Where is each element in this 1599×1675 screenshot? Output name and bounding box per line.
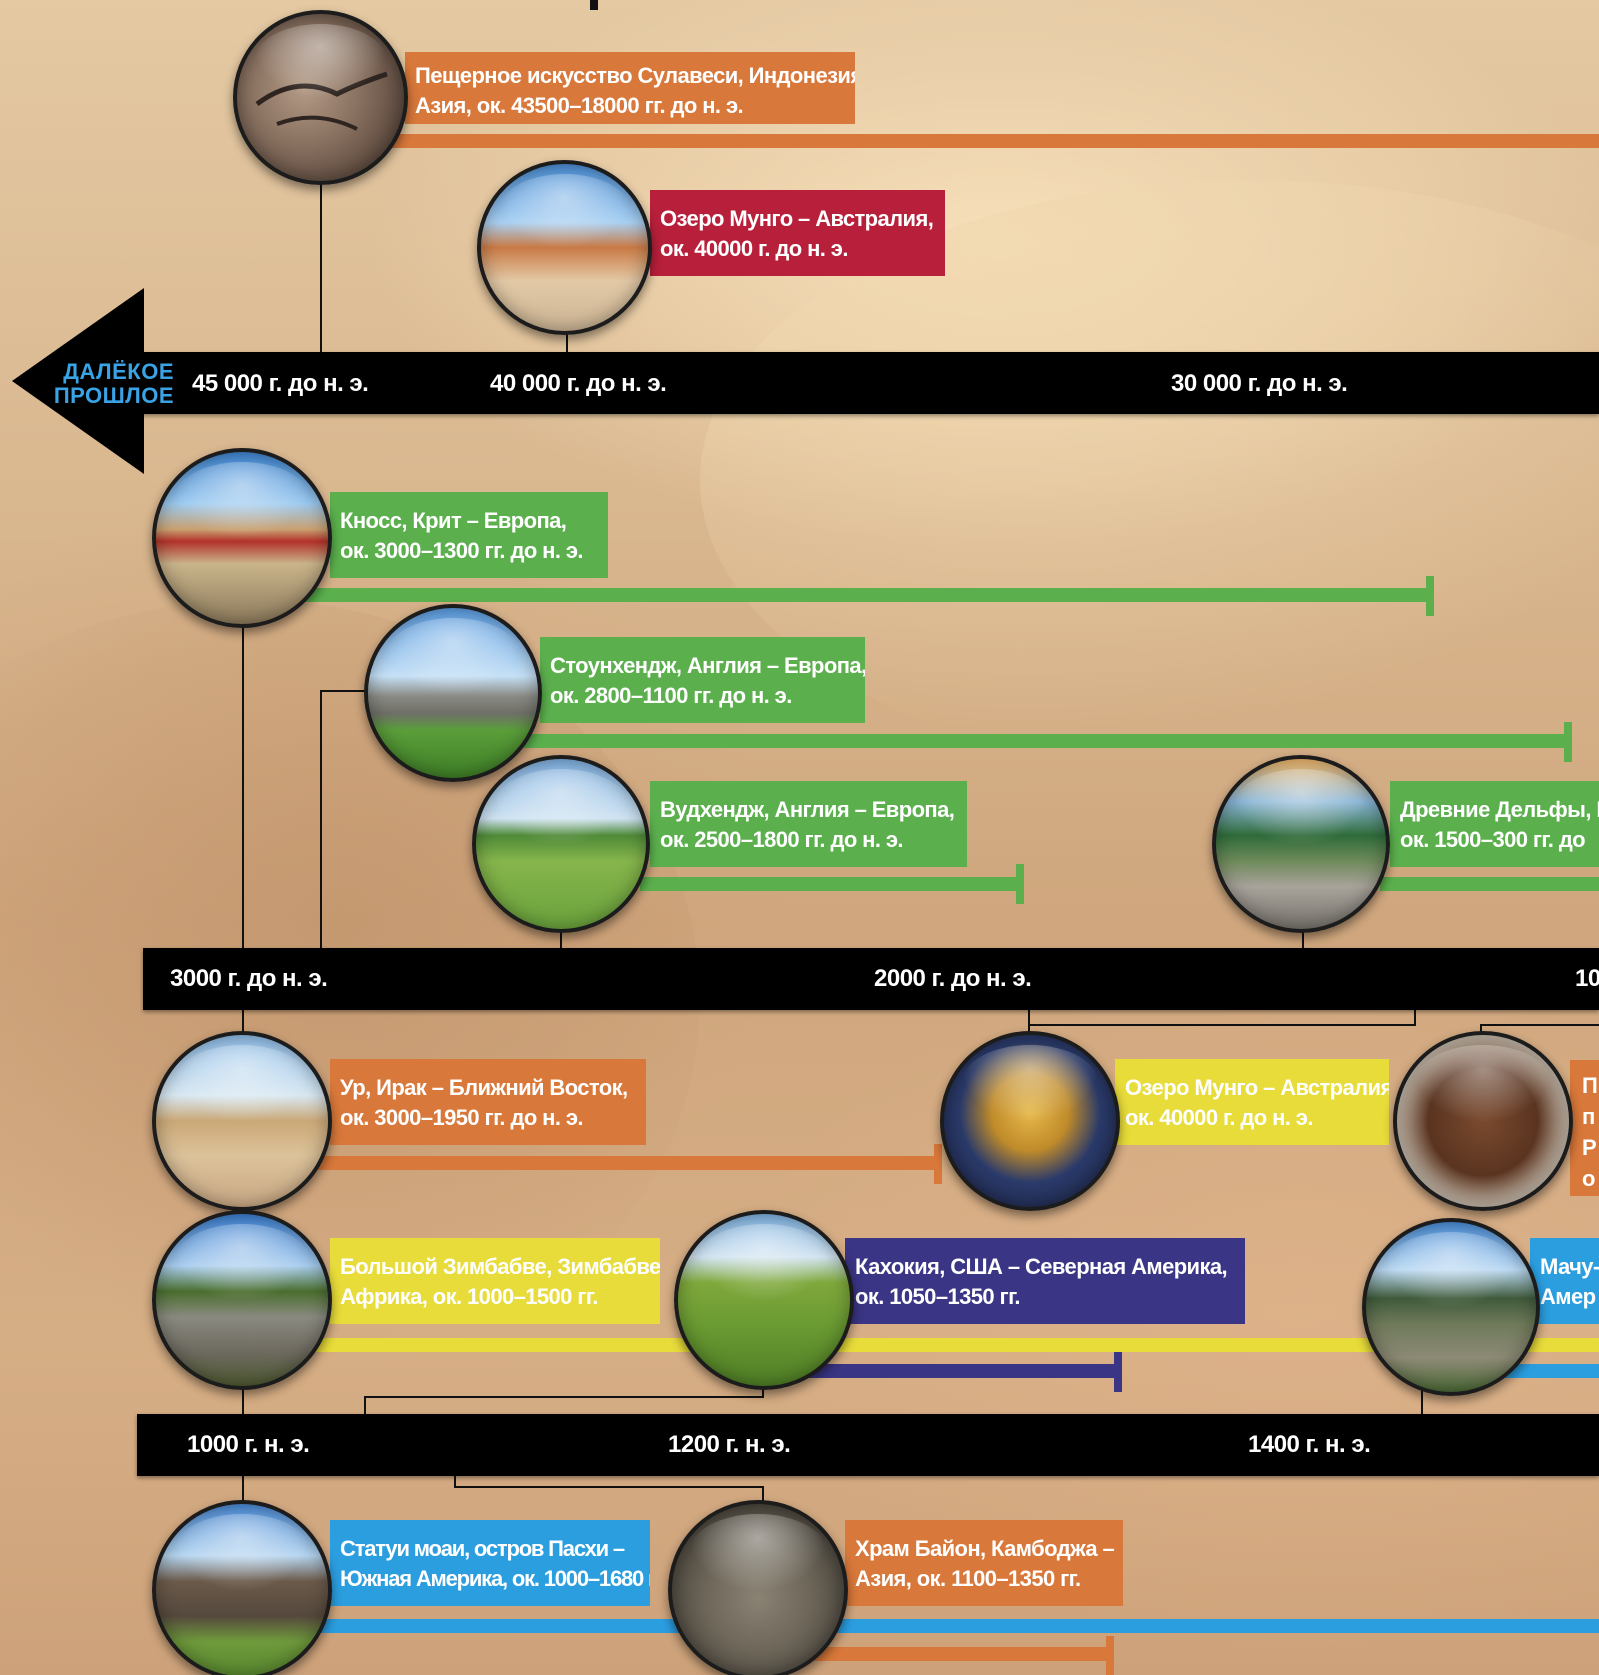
connector-line [242,1010,244,1034]
duration-bar [1380,877,1599,891]
duration-bar [380,134,1599,148]
event-label-machu-picchu: Мачу-Амер [1530,1238,1599,1324]
woodhenge-photo [472,755,650,933]
knossos-photo [152,448,332,628]
bar-end-marker [1114,1352,1122,1392]
event-label-zimbabwe: Большой Зимбабве, Зимбабве –Африка, ок. … [330,1238,660,1324]
duration-bar [310,1338,1599,1352]
timeline-band-1 [130,352,1599,414]
connector-line [1414,1010,1416,1026]
great-zimbabwe-photo [152,1210,332,1390]
timeline-band-3 [137,1414,1599,1476]
bar-end-marker [934,1144,942,1184]
event-label-mungo: Озеро Мунго – Австралия,ок. 40000 г. до … [650,190,945,276]
event-label-moai: Статуи моаи, остров Пасхи –Южная Америка… [330,1520,650,1606]
event-label-ur: Ур, Ирак – Ближний Восток,ок. 3000–1950 … [330,1059,646,1145]
bar-end-marker [1016,864,1024,904]
bar-end-marker [1426,576,1434,616]
duration-bar [640,877,1022,891]
duration-bar [310,1156,940,1170]
connector-line [1480,1024,1482,1036]
connector-line [454,1474,456,1488]
connector-line [1302,920,1304,950]
connector-line [242,620,244,950]
connector-line [590,0,598,10]
connector-line [364,1396,366,1414]
event-label-tutankhamun: Озеро Мунго – Австралия,ок. 40000 г. до … [1115,1059,1389,1145]
bar-end-marker [1564,722,1572,762]
connector-line [1028,1010,1030,1034]
tick-label: 1200 г. н. э. [668,1431,791,1458]
connector-line [320,170,322,352]
duration-bar [310,1619,1599,1633]
tick-label: 10 [1575,965,1599,992]
event-label-knossos: Кносс, Крит – Европа,ок. 3000–1300 гг. д… [330,492,608,578]
event-label-stonehenge: Стоунхендж, Англия – Европа,ок. 2800–110… [540,637,865,723]
delphi-photo [1212,755,1390,933]
tick-label: 45 000 г. до н. э. [192,370,369,397]
cahokia-mound-photo [674,1210,854,1390]
event-label-sulawesi: Пещерное искусство Сулавеси, Индонезия –… [405,52,855,124]
tutankhamun-mask-photo [940,1031,1120,1211]
connector-line [1421,1380,1423,1414]
far-past-label: ДАЛЁКОЕ ПРОШЛОЕ [40,360,174,408]
machu-picchu-photo [1362,1218,1540,1396]
duration-bar [520,734,1570,748]
tick-label: 1400 г. н. э. [1248,1431,1371,1458]
far-past-line-1: ДАЛЁКОЕ [63,359,174,384]
bayon-temple-photo [668,1500,848,1675]
connector-line [560,920,562,950]
tick-label: 3000 г. до н. э. [170,965,328,992]
far-past-line-2: ПРОШЛОЕ [53,383,174,408]
tick-label: 1000 г. н. э. [187,1431,310,1458]
tick-label: 40 000 г. до н. э. [490,370,667,397]
connector-line [242,1380,244,1414]
tick-label: 30 000 г. до н. э. [1171,370,1348,397]
connector-line [762,1486,764,1510]
connector-line [242,1474,244,1510]
connector-line [320,690,366,692]
sulawesi-cave-art-photo [233,10,408,185]
ur-ziggurat-photo [152,1031,332,1211]
connector-line [566,320,568,352]
tick-label: 2000 г. до н. э. [874,965,1032,992]
duration-bar [790,1364,1120,1378]
timeline-band-2 [143,948,1599,1010]
bar-end-marker [1106,1636,1114,1675]
lake-mungo-photo [477,160,652,335]
connector-line [1028,1024,1416,1026]
cropped-artifact-photo [1393,1031,1573,1211]
stonehenge-photo [364,604,542,782]
duration-bar [300,588,1432,602]
connector-line [364,1396,764,1398]
connector-line [320,690,322,950]
connector-line [454,1486,764,1488]
moai-statues-photo [152,1500,332,1675]
event-label-bayon: Храм Байон, Камбоджа –Азия, ок. 1100–135… [845,1520,1123,1606]
event-label-woodhenge: Вудхендж, Англия – Европа,ок. 2500–1800 … [650,781,967,867]
event-label-cahokia: Кахокия, США – Северная Америка,ок. 1050… [845,1238,1245,1324]
far-past-arrow-icon [12,288,144,474]
connector-line [1480,1024,1599,1026]
duration-bar [810,1647,1112,1661]
